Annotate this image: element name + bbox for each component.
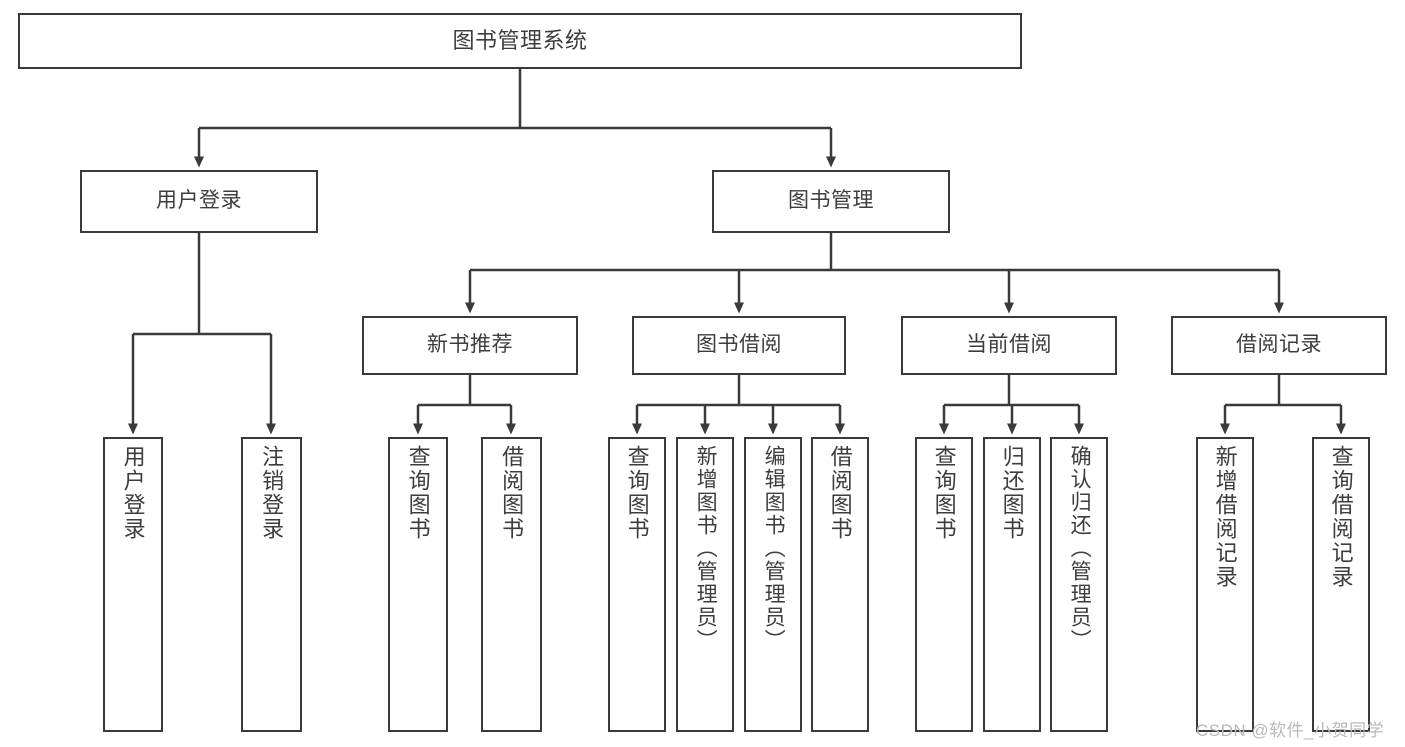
node-query-books-current-label: 查询图书 bbox=[931, 445, 957, 541]
node-user-login-label: 用户登录 bbox=[156, 189, 242, 213]
node-borrow-record[interactable]: 借阅记录 bbox=[1171, 316, 1387, 375]
node-current-borrow-label: 当前借阅 bbox=[966, 333, 1052, 357]
node-book-management-label: 图书管理 bbox=[788, 189, 874, 213]
node-return-book[interactable]: 归还图书 bbox=[983, 437, 1041, 732]
node-query-books-recommend-label: 查询图书 bbox=[405, 445, 431, 541]
node-query-borrow-record[interactable]: 查询借阅记录 bbox=[1312, 437, 1370, 732]
node-query-books-recommend[interactable]: 查询图书 bbox=[388, 437, 448, 732]
node-edit-book-admin[interactable]: 编辑图书（管理员） bbox=[744, 437, 802, 732]
node-user-logout-action-label: 注销登录 bbox=[259, 445, 285, 541]
node-return-book-label: 归还图书 bbox=[999, 445, 1025, 541]
node-query-books-borrow-label: 查询图书 bbox=[624, 445, 650, 541]
node-new-book-recommend[interactable]: 新书推荐 bbox=[362, 316, 578, 375]
node-add-book-admin-label: 新增图书（管理员） bbox=[694, 445, 718, 652]
node-root-label: 图书管理系统 bbox=[452, 28, 588, 54]
node-new-book-recommend-label: 新书推荐 bbox=[427, 333, 513, 357]
node-current-borrow[interactable]: 当前借阅 bbox=[901, 316, 1117, 375]
node-edit-book-admin-label: 编辑图书（管理员） bbox=[762, 445, 786, 652]
node-confirm-return-admin-label: 确认归还（管理员） bbox=[1068, 445, 1092, 652]
node-query-borrow-record-label: 查询借阅记录 bbox=[1328, 445, 1354, 589]
node-query-books-current[interactable]: 查询图书 bbox=[915, 437, 973, 732]
node-user-login-action-label: 用户登录 bbox=[120, 445, 146, 541]
node-add-book-admin[interactable]: 新增图书（管理员） bbox=[676, 437, 734, 732]
node-confirm-return-admin[interactable]: 确认归还（管理员） bbox=[1050, 437, 1108, 732]
node-book-borrow-label: 图书借阅 bbox=[696, 333, 782, 357]
node-root[interactable]: 图书管理系统 bbox=[18, 13, 1022, 69]
node-user-login-action[interactable]: 用户登录 bbox=[103, 437, 163, 732]
node-borrow-books-recommend[interactable]: 借阅图书 bbox=[481, 437, 542, 732]
node-borrow-books-recommend-label: 借阅图书 bbox=[499, 445, 525, 541]
node-borrow-record-label: 借阅记录 bbox=[1236, 333, 1322, 357]
node-borrow-book-action-label: 借阅图书 bbox=[827, 445, 853, 541]
node-book-management[interactable]: 图书管理 bbox=[712, 170, 950, 233]
node-borrow-book-action[interactable]: 借阅图书 bbox=[811, 437, 869, 732]
node-add-borrow-record[interactable]: 新增借阅记录 bbox=[1196, 437, 1254, 732]
watermark: CSDN @软件_小贺同学 bbox=[1196, 721, 1385, 740]
node-user-login[interactable]: 用户登录 bbox=[80, 170, 318, 233]
node-book-borrow[interactable]: 图书借阅 bbox=[632, 316, 846, 375]
node-user-logout-action[interactable]: 注销登录 bbox=[241, 437, 302, 732]
node-add-borrow-record-label: 新增借阅记录 bbox=[1212, 445, 1238, 589]
node-query-books-borrow[interactable]: 查询图书 bbox=[608, 437, 666, 732]
